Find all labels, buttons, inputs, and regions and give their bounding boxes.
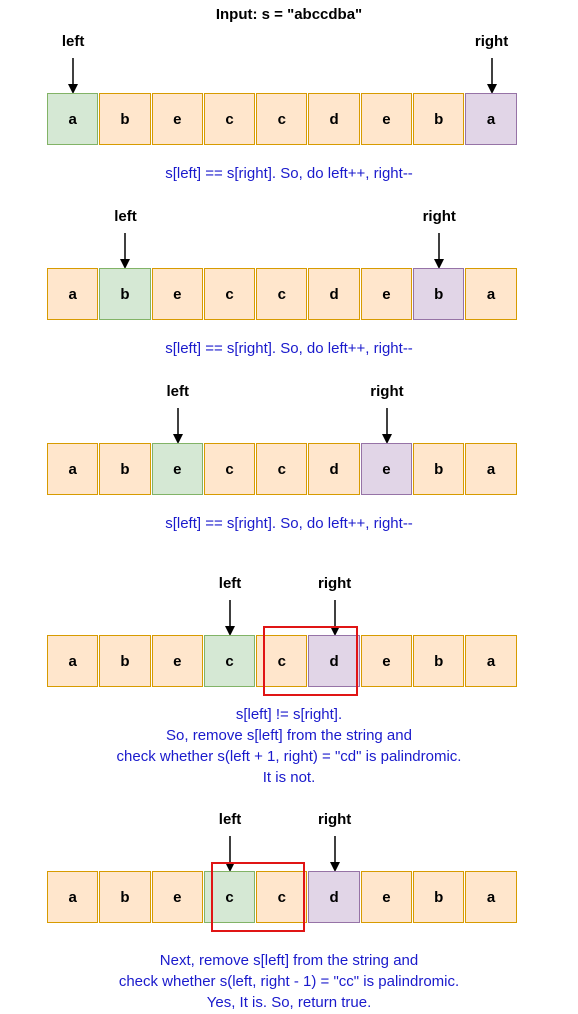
string-cell: b (413, 871, 465, 923)
string-cell: b (413, 443, 465, 495)
pointer-arrow-left (120, 233, 131, 269)
pointer-label-right: right (317, 811, 352, 828)
string-cell: c (256, 268, 308, 320)
step-caption: s[left] == s[right]. So, do left++, righ… (0, 513, 578, 534)
string-cell: a (465, 268, 517, 320)
pointer-arrow-right (329, 836, 340, 872)
string-cell: b (99, 871, 151, 923)
pointer-label-left: left (61, 33, 85, 50)
pointer-arrow-left (68, 58, 79, 94)
string-cell: a (47, 443, 99, 495)
pointer-arrow-left (172, 408, 183, 444)
string-cell: b (413, 93, 465, 145)
string-cell: d (308, 635, 360, 687)
string-cell: e (360, 268, 413, 320)
string-cell: b (99, 635, 151, 687)
string-cell: d (308, 443, 360, 495)
string-cell: c (256, 871, 308, 923)
string-cell: b (99, 268, 151, 320)
caption-line: Yes, It is. So, return true. (206, 994, 372, 1011)
string-cell: a (47, 93, 99, 145)
step-caption: s[left] == s[right]. So, do left++, righ… (0, 163, 578, 184)
caption-line: s[left] != s[right]. (235, 706, 343, 723)
string-cell: d (308, 871, 360, 923)
string-cell: e (151, 443, 203, 495)
string-cell: e (360, 635, 413, 687)
string-cell: e (360, 871, 413, 923)
pointer-label-left: left (166, 383, 190, 400)
pointer-arrow-right (434, 233, 445, 269)
caption-line: check whether s(left + 1, right) = "cd" … (116, 748, 462, 765)
caption-line: s[left] == s[right]. So, do left++, righ… (165, 515, 413, 532)
pointer-arrow-right (329, 600, 340, 636)
pointer-label-right: right (370, 383, 404, 400)
string-cell: a (465, 443, 517, 495)
pointer-arrow-right (381, 408, 392, 444)
string-cell: c (256, 93, 308, 145)
string-cell: e (360, 93, 413, 145)
string-cell: e (360, 443, 413, 495)
string-cell: c (203, 268, 256, 320)
step-caption: s[left] != s[right]. So, remove s[left] f… (0, 704, 578, 788)
string-cell: a (465, 871, 517, 923)
pointer-label-right: right (317, 575, 352, 592)
caption-line: So, remove s[left] from the string and (166, 727, 412, 744)
string-cell: c (203, 93, 256, 145)
caption-line: s[left] == s[right]. So, do left++, righ… (165, 340, 413, 357)
string-cell: a (465, 635, 517, 687)
caption-line: It is not. (262, 769, 316, 786)
substring-highlight-box (263, 626, 358, 696)
string-cell: d (308, 268, 360, 320)
string-cell: e (151, 268, 203, 320)
pointer-arrow-right (486, 58, 497, 94)
string-cell: a (465, 93, 517, 145)
string-cell: a (47, 871, 99, 923)
pointer-label-left: left (218, 811, 242, 828)
caption-line: Next, remove s[left] from the string and (159, 952, 419, 969)
string-cell: c (256, 443, 308, 495)
pointer-arrow-left (225, 836, 236, 872)
diagram-title: Input: s = "abccdba" (215, 6, 363, 23)
string-cell: e (151, 871, 203, 923)
step-caption: Next, remove s[left] from the string and… (0, 950, 578, 1013)
pointer-arrow-left (225, 600, 236, 636)
substring-highlight-box (210, 862, 306, 932)
string-cell: c (203, 635, 256, 687)
string-cell: e (151, 635, 203, 687)
pointer-label-left: left (218, 575, 242, 592)
caption-line: check whether s(left, right - 1) = "cc" … (118, 973, 460, 990)
string-cell: b (99, 93, 151, 145)
pointer-label-left: left (114, 208, 137, 225)
string-cell: c (203, 443, 256, 495)
string-cell: d (308, 93, 360, 145)
caption-line: s[left] == s[right]. So, do left++, righ… (165, 165, 413, 182)
string-cell: b (413, 635, 465, 687)
string-cell: b (413, 268, 465, 320)
string-cell: e (151, 93, 203, 145)
pointer-label-right: right (474, 33, 509, 50)
string-cell: a (47, 268, 99, 320)
pointer-label-right: right (422, 208, 456, 225)
string-cell: b (99, 443, 151, 495)
step-caption: s[left] == s[right]. So, do left++, righ… (0, 338, 578, 359)
string-cell: a (47, 635, 99, 687)
